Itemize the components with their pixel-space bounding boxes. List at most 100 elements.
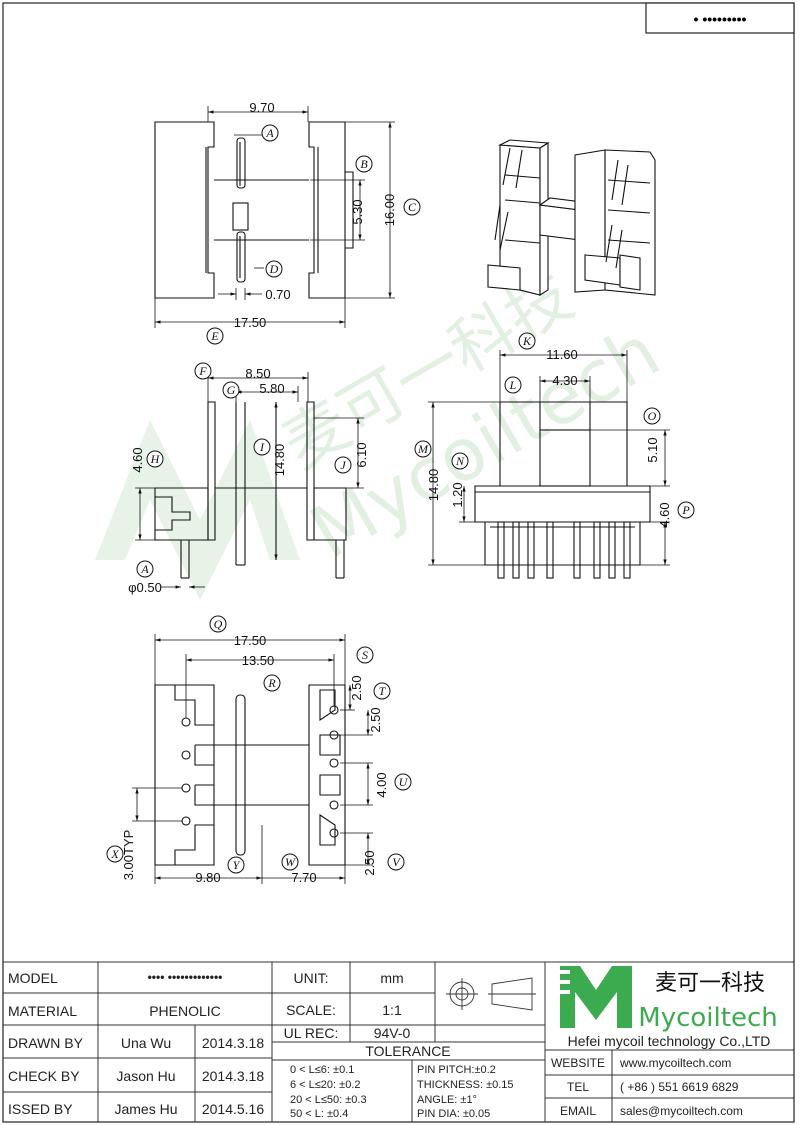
- dim-side-g: 5.80: [259, 381, 284, 396]
- pin-tol-line-1: THICKNESS: ±0.15: [417, 1079, 514, 1091]
- callout-s-bottom: S: [356, 646, 374, 664]
- callout-f-side: F: [194, 362, 212, 380]
- isometric-view: [487, 139, 656, 296]
- svg-text:L: L: [509, 378, 517, 392]
- tel-label: TEL: [567, 1080, 589, 1094]
- part-number: • •••••••••: [694, 11, 747, 27]
- callout-r-bottom: R: [263, 674, 281, 692]
- callout-c-top: C: [403, 198, 421, 216]
- unit-label: UNIT:: [294, 970, 329, 986]
- callout-y-bottom: Y: [227, 856, 245, 874]
- check-label: CHECK BY: [8, 1068, 80, 1084]
- callout-n-front: N: [451, 452, 469, 470]
- model-label: MODEL: [8, 970, 58, 986]
- dim-side-i: 14.80: [272, 444, 287, 477]
- svg-text:R: R: [267, 676, 276, 690]
- drawn-label: DRAWN BY: [8, 1035, 84, 1051]
- svg-text:A: A: [140, 562, 149, 576]
- dim-side-f: 8.50: [245, 366, 270, 381]
- svg-text:S: S: [362, 648, 368, 662]
- svg-text:F: F: [198, 364, 207, 378]
- callout-o-front: O: [643, 407, 661, 425]
- svg-text:T: T: [379, 684, 387, 698]
- ul-label: UL REC:: [284, 1025, 339, 1041]
- check-date: 2014.3.18: [202, 1068, 264, 1084]
- side-view-dims: [135, 372, 364, 589]
- svg-text:G: G: [227, 383, 236, 397]
- svg-text:W: W: [285, 855, 296, 869]
- issued-name: James Hu: [114, 1101, 177, 1117]
- dim-front-m: 14.80: [426, 469, 441, 502]
- dim-bottom-r: 13.50: [242, 653, 275, 668]
- dim-side-pin: φ0.50: [128, 580, 162, 595]
- callout-i-side: I: [253, 438, 271, 456]
- dim-bottom-s: 2.50: [349, 675, 364, 700]
- website-value[interactable]: www.mycoiltech.com: [619, 1056, 731, 1070]
- callout-a-side: A: [136, 560, 154, 578]
- tol-line-1: 6 < L≤20: ±0.2: [290, 1079, 361, 1091]
- callout-j-side: J: [334, 456, 352, 474]
- svg-text:I: I: [259, 440, 265, 454]
- dim-bottom-t: 2.50: [368, 707, 383, 732]
- logo-cn: 麦可一科技: [655, 971, 765, 996]
- logo-m-icon: [560, 966, 632, 1028]
- front-view-dims: [428, 350, 670, 566]
- tol-line-2: 20 < L≤50: ±0.3: [290, 1094, 367, 1106]
- ul-value: 94V-0: [374, 1025, 411, 1041]
- svg-text:E: E: [210, 329, 219, 343]
- callout-x-bottom: X: [106, 845, 124, 863]
- callout-p-front: P: [677, 501, 695, 519]
- dim-side-j: 6.10: [354, 442, 369, 467]
- svg-text:O: O: [648, 409, 657, 423]
- company-logo: 麦可一科技 Mycoiltech: [560, 966, 778, 1033]
- website-label: WEBSITE: [551, 1056, 605, 1070]
- callout-m-front: M: [414, 440, 432, 458]
- callout-k-front: K: [518, 332, 536, 350]
- svg-text:K: K: [522, 334, 532, 348]
- svg-text:A: A: [265, 126, 274, 140]
- top-view: [154, 121, 354, 299]
- dim-bottom-u: 4.00: [374, 772, 389, 797]
- dim-top-inner-height: 5.30: [350, 199, 365, 224]
- svg-text:V: V: [392, 855, 401, 869]
- callout-q-bottom: Q: [209, 615, 227, 633]
- dim-bottom-w: 7.70: [291, 870, 316, 885]
- dim-top-width: 9.70: [249, 100, 274, 115]
- unit-value: mm: [380, 970, 403, 986]
- dim-bottom-q: 17.50: [234, 633, 267, 648]
- dim-front-o: 5.10: [645, 437, 660, 462]
- title-block: [3, 961, 794, 1122]
- projection-symbol: [446, 977, 536, 1011]
- dim-top-slot: 0.70: [265, 287, 290, 302]
- callout-a-top: A: [261, 124, 279, 142]
- callout-e-top: E: [206, 327, 224, 345]
- dim-front-n: 1.20: [450, 482, 465, 507]
- svg-text:C: C: [408, 200, 417, 214]
- callout-b-top: B: [355, 155, 373, 173]
- model-value: •••• •••••••••••••: [148, 970, 223, 984]
- dim-front-p: 4.60: [657, 502, 672, 527]
- pin-tol-line-0: PIN PITCH:±0.2: [417, 1064, 496, 1076]
- callout-v-bottom: V: [387, 853, 405, 871]
- dim-bottom-y: 9.80: [195, 870, 220, 885]
- bottom-view: [154, 684, 346, 866]
- callout-h-side: H: [146, 450, 164, 468]
- dim-top-total-width: 17.50: [234, 315, 267, 330]
- callout-l-front: L: [504, 376, 522, 394]
- dim-top-total-height: 16.00: [382, 194, 397, 227]
- svg-text:Y: Y: [233, 858, 241, 872]
- front-view: [474, 401, 651, 579]
- side-view: [154, 401, 347, 579]
- pin-tol-line-3: PIN DIA: ±0.05: [417, 1108, 490, 1120]
- svg-text:D: D: [269, 262, 279, 276]
- dim-side-h: 4.60: [130, 447, 145, 472]
- issued-date: 2014.5.16: [202, 1101, 264, 1117]
- dim-bottom-v: 2.50: [362, 850, 377, 875]
- svg-text:Q: Q: [214, 617, 223, 631]
- front-pins: [497, 521, 631, 579]
- email-value[interactable]: sales@mycoiltech.com: [620, 1104, 743, 1118]
- svg-text:N: N: [455, 454, 465, 468]
- callout-d-top: D: [265, 260, 283, 278]
